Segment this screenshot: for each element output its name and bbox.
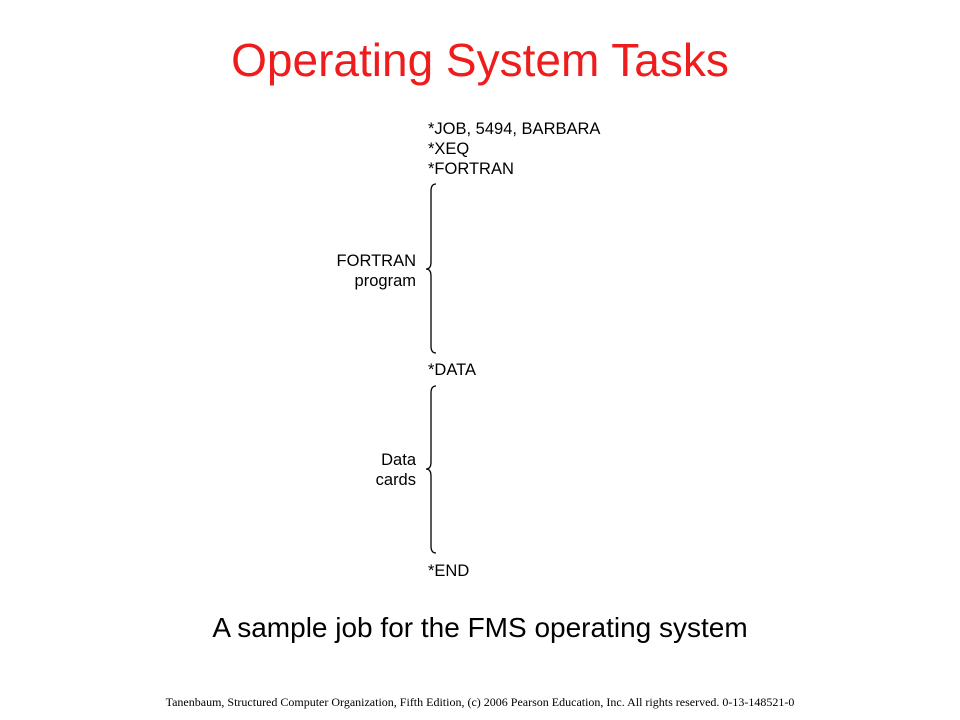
data-cards-label: Data cards — [376, 450, 416, 490]
control-card-xeq: *XEQ — [428, 140, 470, 158]
fortran-program-label-line-2: program — [354, 272, 416, 290]
data-cards-label-line-2: cards — [375, 471, 416, 489]
fortran-program-brace — [425, 183, 437, 354]
control-card-data: *DATA — [428, 361, 476, 379]
data-cards-brace — [425, 385, 437, 554]
control-card-end: *END — [428, 562, 470, 580]
fortran-program-label: FORTRAN program — [337, 251, 416, 291]
fortran-program-label-line-1: FORTRAN — [336, 252, 416, 270]
figure-caption: A sample job for the FMS operating syste… — [212, 612, 748, 643]
control-card-fortran: *FORTRAN — [428, 160, 514, 178]
slide-title: Operating System Tasks — [231, 34, 729, 86]
control-card-job: *JOB, 5494, BARBARA — [428, 120, 601, 138]
copyright-footer: Tanenbaum, Structured Computer Organizat… — [165, 695, 795, 709]
data-cards-label-line-1: Data — [381, 451, 416, 469]
